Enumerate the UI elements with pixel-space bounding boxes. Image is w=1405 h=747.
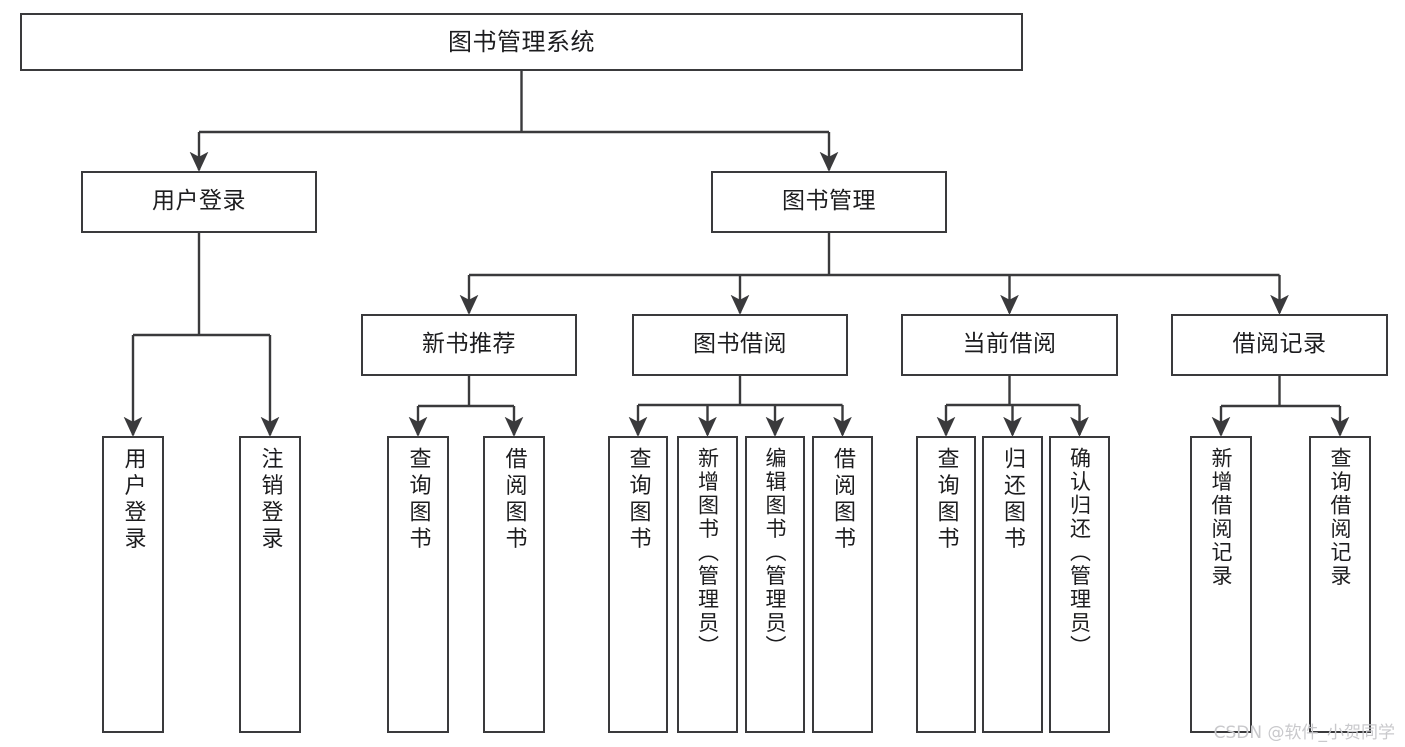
leaf-query-book-recommend-label: 查询图书 xyxy=(405,447,431,553)
node-user-login-label: 用户登录 xyxy=(152,188,246,215)
leaf-add-borrow-record[interactable]: 新增借阅记录 xyxy=(1190,436,1252,733)
leaf-add-book-admin-label: 新增图书（管理员） xyxy=(695,447,720,659)
leaf-borrow-book[interactable]: 借阅图书 xyxy=(812,436,873,733)
node-borrow-record[interactable]: 借阅记录 xyxy=(1171,314,1388,376)
leaf-query-book-current[interactable]: 查询图书 xyxy=(916,436,976,733)
leaf-query-borrow-record[interactable]: 查询借阅记录 xyxy=(1309,436,1371,733)
node-borrow-record-label: 借阅记录 xyxy=(1232,331,1327,358)
leaf-borrow-book-recommend[interactable]: 借阅图书 xyxy=(483,436,545,733)
node-current-borrow-label: 当前借阅 xyxy=(962,331,1057,358)
leaf-return-book-label: 归还图书 xyxy=(1000,447,1026,553)
leaf-user-login-label: 用户登录 xyxy=(120,447,146,553)
leaf-add-borrow-record-label: 新增借阅记录 xyxy=(1209,447,1234,588)
leaf-query-book-current-label: 查询图书 xyxy=(933,447,959,553)
node-book-management[interactable]: 图书管理 xyxy=(711,171,947,233)
leaf-logout[interactable]: 注销登录 xyxy=(239,436,301,733)
leaf-borrow-book-recommend-label: 借阅图书 xyxy=(501,447,527,553)
leaf-logout-label: 注销登录 xyxy=(257,447,283,553)
leaf-confirm-return-admin-label: 确认归还（管理员） xyxy=(1067,447,1092,659)
node-new-book-recommend[interactable]: 新书推荐 xyxy=(361,314,577,376)
leaf-query-borrow-record-label: 查询借阅记录 xyxy=(1328,447,1353,588)
leaf-query-book-borrow-label: 查询图书 xyxy=(625,447,651,553)
leaf-query-book-borrow[interactable]: 查询图书 xyxy=(608,436,668,733)
node-book-borrow[interactable]: 图书借阅 xyxy=(632,314,848,376)
node-root[interactable]: 图书管理系统 xyxy=(20,13,1023,71)
leaf-borrow-book-label: 借阅图书 xyxy=(830,447,856,553)
leaf-edit-book-admin-label: 编辑图书（管理员） xyxy=(763,447,788,659)
leaf-return-book[interactable]: 归还图书 xyxy=(982,436,1043,733)
node-book-borrow-label: 图书借阅 xyxy=(693,331,787,358)
leaf-user-login[interactable]: 用户登录 xyxy=(102,436,164,733)
leaf-confirm-return-admin[interactable]: 确认归还（管理员） xyxy=(1049,436,1110,733)
csdn-watermark: CSDN @软件_小贺同学 xyxy=(1213,723,1395,743)
node-new-book-recommend-label: 新书推荐 xyxy=(422,331,516,358)
node-current-borrow[interactable]: 当前借阅 xyxy=(901,314,1118,376)
leaf-edit-book-admin[interactable]: 编辑图书（管理员） xyxy=(745,436,805,733)
leaf-query-book-recommend[interactable]: 查询图书 xyxy=(387,436,449,733)
leaf-add-book-admin[interactable]: 新增图书（管理员） xyxy=(677,436,738,733)
node-book-management-label: 图书管理 xyxy=(782,188,876,215)
node-root-label: 图书管理系统 xyxy=(448,27,595,56)
node-user-login[interactable]: 用户登录 xyxy=(81,171,317,233)
